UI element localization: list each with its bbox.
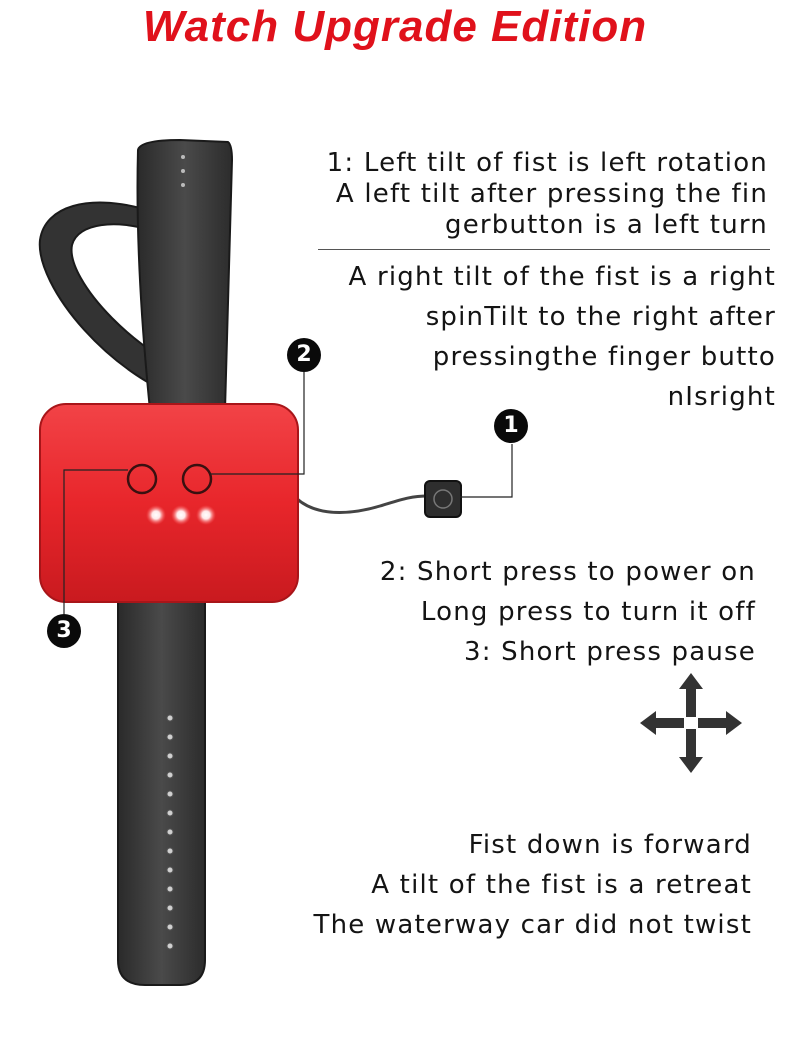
callout-line-1 <box>460 444 513 498</box>
instruction-line: The waterway car did not twist <box>313 910 752 940</box>
callout-line-3 <box>63 469 128 614</box>
instruction-line: A right tilt of the fist is a right <box>348 262 776 292</box>
instruction-line: 2: Short press to power on <box>379 557 756 587</box>
callout-number-2: 2 <box>287 338 321 372</box>
callout-line-2 <box>210 372 305 475</box>
instruction-line: spinTilt to the right after <box>425 302 776 332</box>
instruction-line: A left tilt after pressing the fin <box>335 179 768 209</box>
strap-upper <box>136 138 234 411</box>
left-turn-instructions: 1: Left tilt of fist is left rotation A … <box>327 148 768 241</box>
instruction-line: 3: Short press pause <box>463 637 756 667</box>
led-indicator <box>171 505 191 525</box>
instruction-line: nIsright <box>667 382 776 412</box>
instruction-line: gerbutton is a left turn <box>444 210 768 240</box>
device-body <box>39 403 299 603</box>
callout-number-1: 1 <box>494 409 528 443</box>
led-indicator <box>196 505 216 525</box>
finger-button <box>424 480 462 518</box>
finger-button-cable <box>294 494 429 514</box>
section-divider <box>318 249 770 250</box>
strap-lower <box>117 589 206 986</box>
led-indicator <box>146 505 166 525</box>
instruction-line: A tilt of the fist is a retreat <box>371 870 752 900</box>
strap-holes <box>166 714 174 950</box>
instruction-line: Long press to turn it off <box>420 597 756 627</box>
page-title: Watch Upgrade Edition <box>142 2 648 51</box>
instruction-line: Fist down is forward <box>468 830 752 860</box>
instruction-line: 1: Left tilt of fist is left rotation <box>326 148 768 178</box>
movement-instructions: Fist down is forward A tilt of the fist … <box>314 825 753 945</box>
instruction-line: pressingthe finger butto <box>432 342 776 372</box>
four-way-arrows-icon <box>640 673 742 773</box>
callout-number-3: 3 <box>47 614 81 648</box>
right-turn-instructions: A right tilt of the fist is a right spin… <box>349 257 776 417</box>
button-instructions: 2: Short press to power on Long press to… <box>380 552 756 672</box>
